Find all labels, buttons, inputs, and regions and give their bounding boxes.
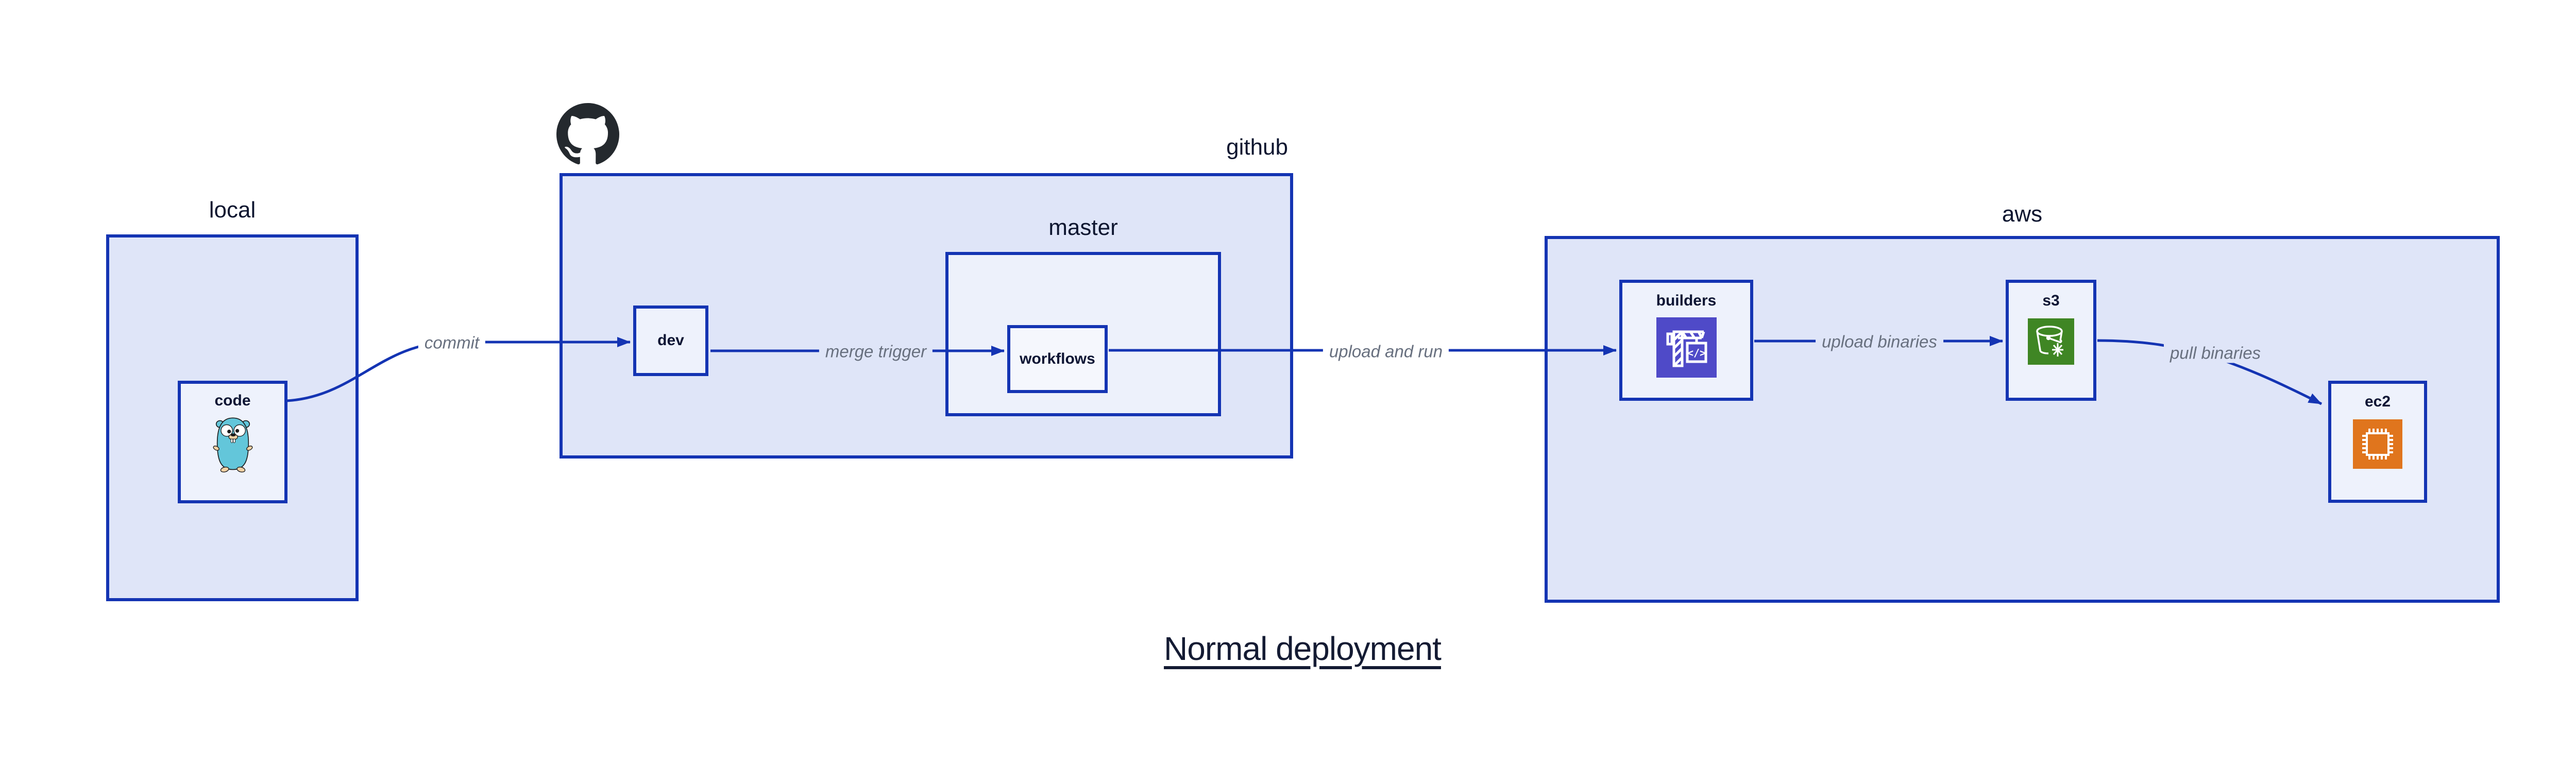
node-s3-label: s3 <box>2042 292 2060 309</box>
node-ec2: ec2 <box>2328 381 2427 503</box>
node-workflows: workflows <box>1007 325 1108 393</box>
group-label-github: github <box>1226 134 1288 160</box>
group-label-master: master <box>1048 215 1118 240</box>
group-label-local: local <box>209 197 256 223</box>
edge-label-pull-binaries: pull binaries <box>2163 343 2267 363</box>
node-dev: dev <box>633 305 708 376</box>
edge-label-upload-binaries: upload binaries <box>1816 331 1943 352</box>
aws-ec2-chip-icon <box>2353 419 2402 469</box>
aws-codebuild-crane-icon: </> <box>1656 317 1717 378</box>
github-octocat-icon <box>556 103 619 164</box>
node-builders: builders </> <box>1619 280 1753 401</box>
node-code-label: code <box>214 392 251 409</box>
node-workflows-label: workflows <box>1020 350 1095 367</box>
node-code: code <box>178 381 287 503</box>
node-dev-label: dev <box>657 332 684 349</box>
node-builders-label: builders <box>1656 292 1717 309</box>
aws-s3-glacier-bucket-icon <box>2028 318 2074 365</box>
edge-label-upload-and-run: upload and run <box>1323 341 1449 362</box>
node-ec2-label: ec2 <box>2364 393 2391 410</box>
diagram-title: Normal deployment <box>1164 630 1442 667</box>
code-glyph: </> <box>1687 347 1705 359</box>
edge-label-commit: commit <box>418 332 486 353</box>
go-gopher-icon <box>213 417 252 472</box>
group-label-aws: aws <box>2002 201 2043 227</box>
node-s3: s3 <box>2006 280 2096 401</box>
edge-label-merge-trigger: merge trigger <box>819 341 933 362</box>
